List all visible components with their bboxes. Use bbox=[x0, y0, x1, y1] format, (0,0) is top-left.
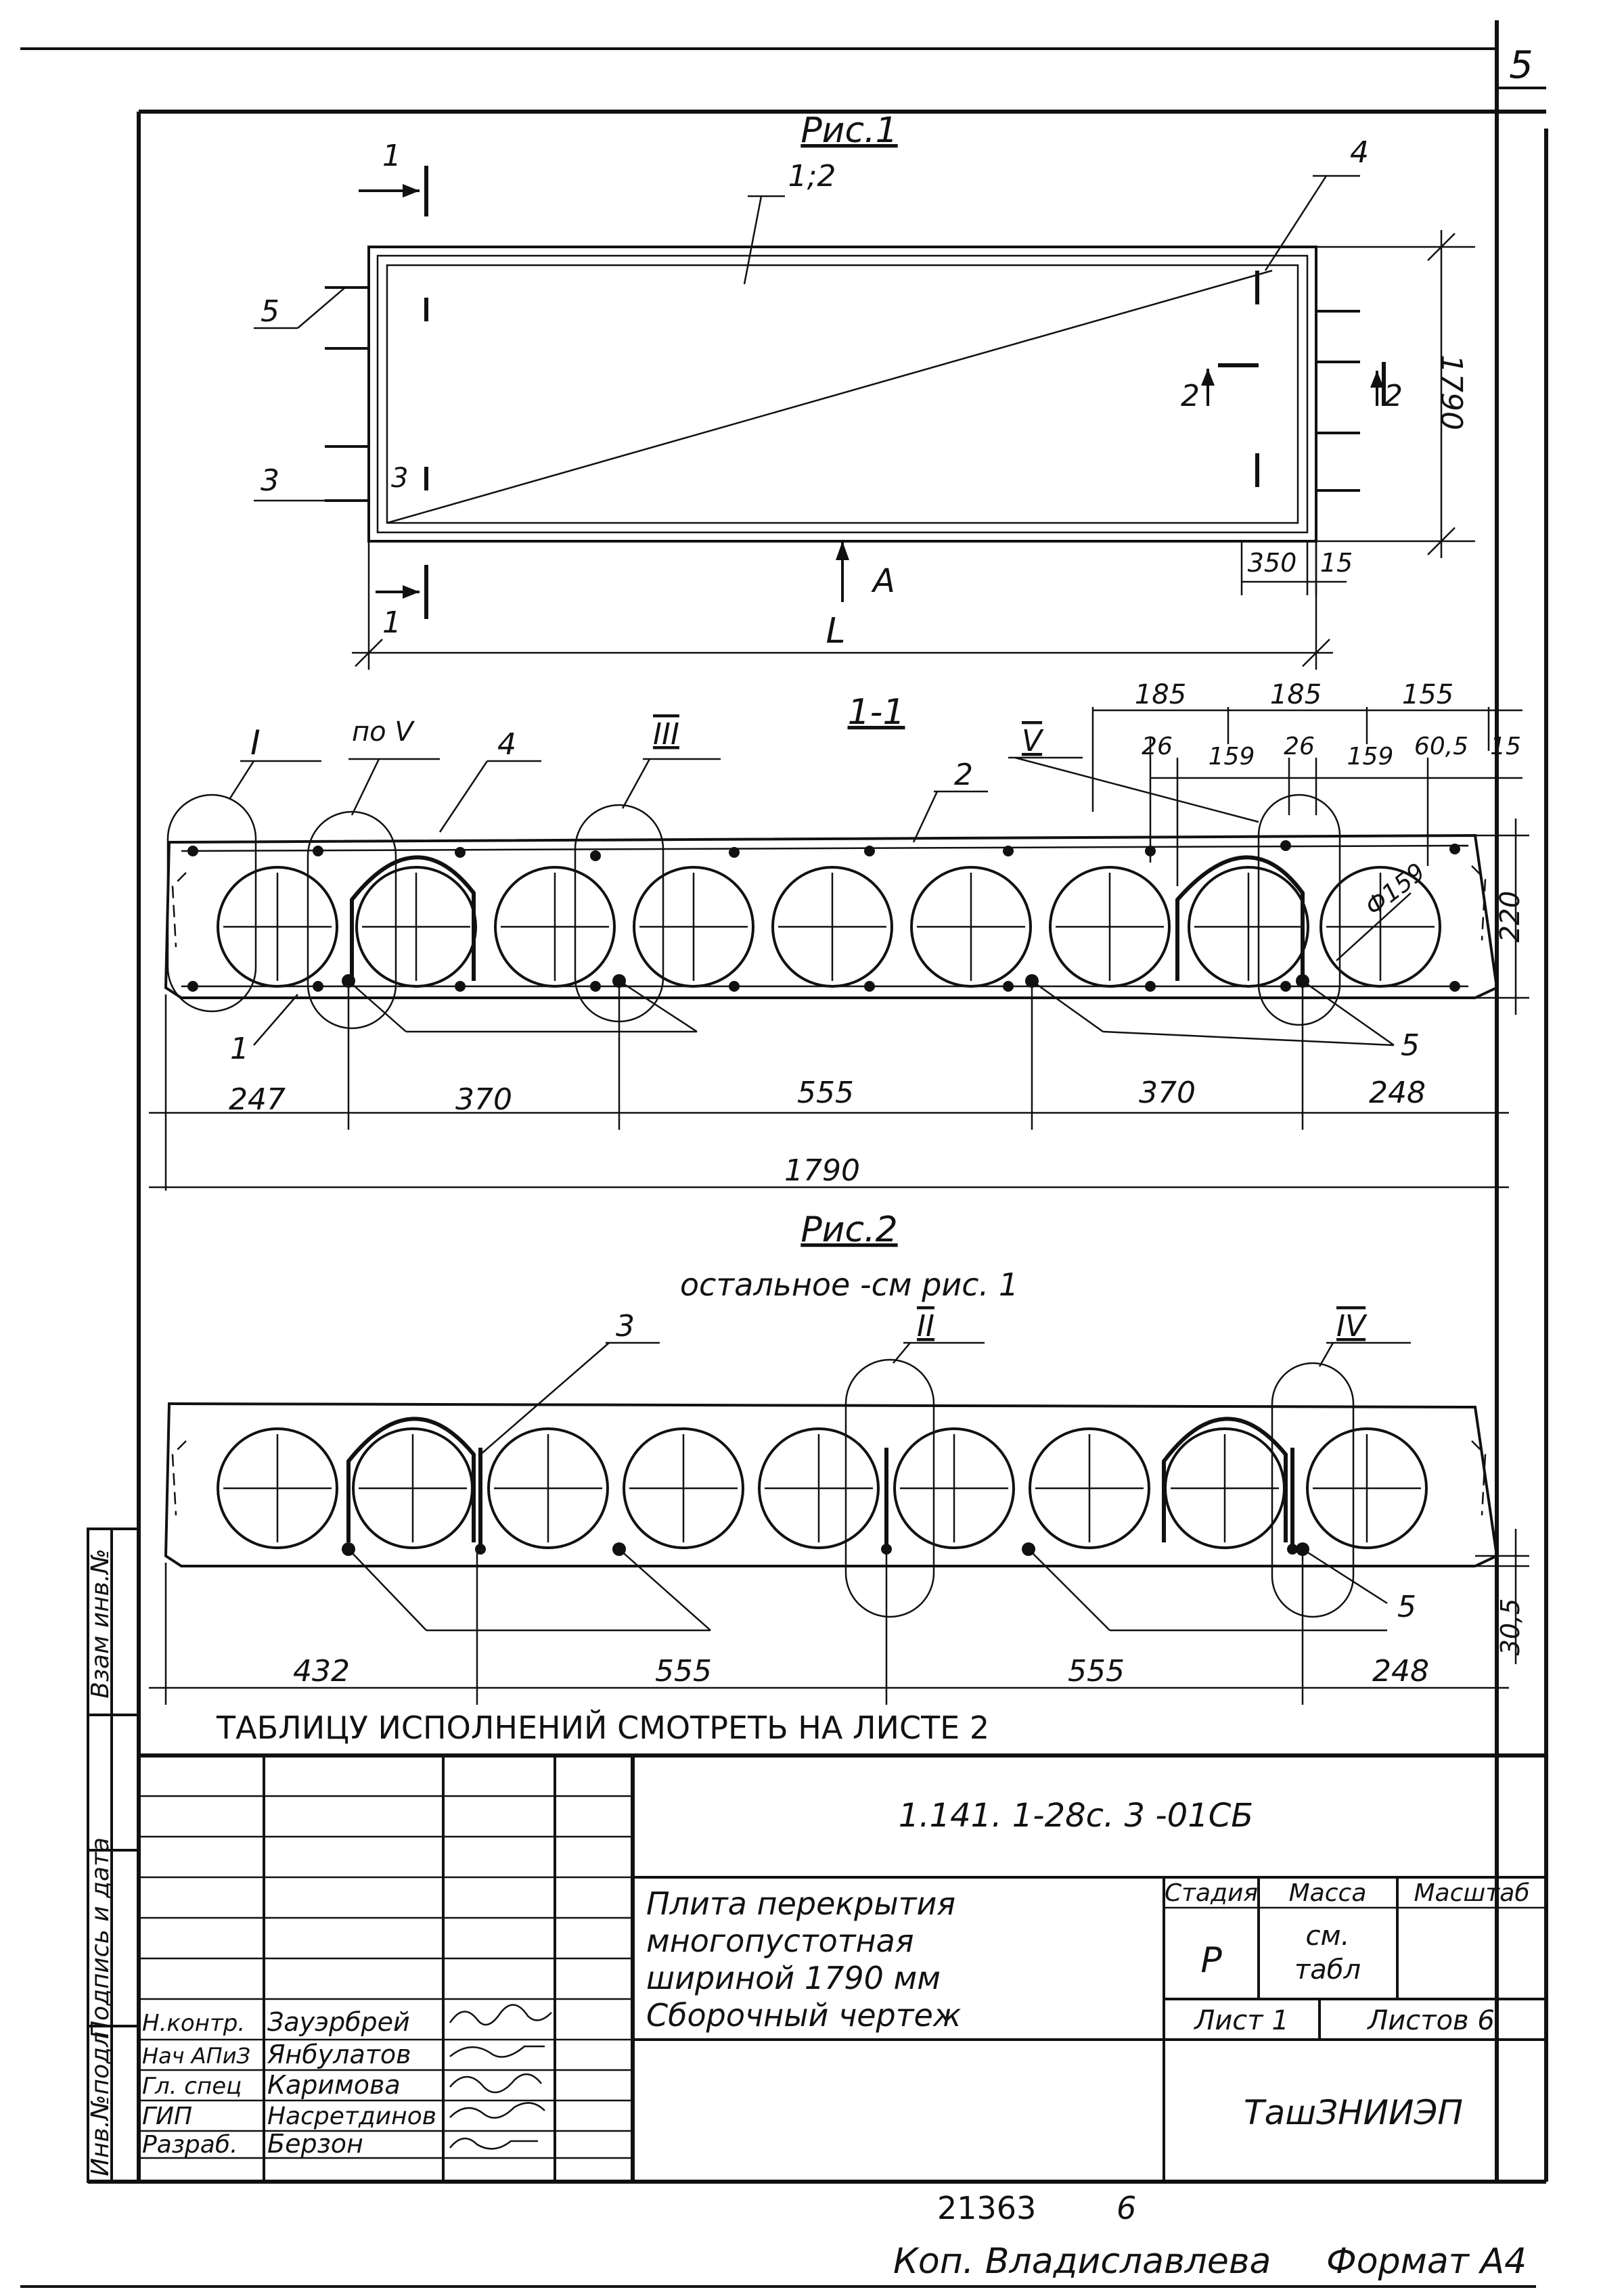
section-2-right: 2 bbox=[1384, 379, 1403, 413]
role-1: Н.контр. bbox=[142, 2010, 245, 2037]
fig2-section: Рис.2 остальное -см рис. 1 3 bbox=[149, 1210, 1529, 1746]
callout-II: II bbox=[917, 1309, 934, 1344]
s11-total-dim: 1790 bbox=[784, 1153, 860, 1188]
footer-copied-by: Коп. Владиславлева bbox=[893, 2241, 1271, 2282]
page-number: 5 bbox=[1509, 43, 1533, 87]
s11-sub-dim-5: 60,5 bbox=[1414, 733, 1468, 760]
s11-label-5: 5 bbox=[1401, 1028, 1420, 1063]
s11-bottom-dim-2: 370 bbox=[455, 1082, 512, 1117]
voids-row-1: Ф159 bbox=[217, 858, 1441, 988]
stamp-inv: Инв.№подл bbox=[87, 2031, 114, 2176]
name-4: Насретдинов bbox=[267, 2103, 436, 2130]
s11-label-2: 2 bbox=[954, 758, 973, 792]
stage-value: Р bbox=[1200, 1940, 1222, 1981]
mass-value-2: табл bbox=[1294, 1954, 1361, 1985]
sheet-frame bbox=[20, 20, 1548, 2288]
signatures bbox=[449, 2004, 552, 2150]
role-5: Разраб. bbox=[142, 2131, 238, 2159]
fig2-label-3: 3 bbox=[616, 1309, 635, 1344]
s11-sub-dim-3: 26 bbox=[1284, 733, 1315, 760]
s11-bottom-dim-3: 555 bbox=[797, 1076, 854, 1110]
fig1-title: Рис.1 bbox=[800, 110, 897, 151]
fig1-dim-15: 15 bbox=[1320, 548, 1353, 578]
callout-po-V: по V bbox=[352, 716, 415, 748]
callout-III: III bbox=[653, 717, 679, 752]
side-stamp: Взам инв.№ Подпись и дата Инв.№подл bbox=[87, 1528, 140, 2183]
s11-label-4: 4 bbox=[497, 727, 516, 762]
footer-number: 21363 bbox=[937, 2190, 1036, 2226]
sheets-total: Листов 6 bbox=[1366, 2005, 1495, 2036]
mass-header: Масса bbox=[1289, 1879, 1367, 1907]
fig1-label-3-left: 3 bbox=[261, 463, 279, 498]
organization: ТашЗНИИЭП bbox=[1244, 2093, 1463, 2132]
fig2-dim-30-5: 30,5 bbox=[1495, 1599, 1525, 1656]
section-2-left: 2 bbox=[1181, 379, 1200, 413]
title-block: 1.141. 1-28с. 3 -01СБ Плита перекрытия м… bbox=[139, 1753, 1546, 2182]
fig2-label-5: 5 bbox=[1397, 1590, 1416, 1624]
s11-sub-dim-6: 15 bbox=[1490, 733, 1521, 760]
title-line-4: Сборочный чертеж bbox=[646, 1997, 962, 2034]
name-2: Янбулатов bbox=[267, 2040, 411, 2069]
fig2-subtitle: остальное -см рис. 1 bbox=[680, 1266, 1018, 1303]
title-line-3: шириной 1790 мм bbox=[646, 1960, 941, 1996]
section-1-bottom: 1 bbox=[382, 605, 401, 640]
name-3: Каримова bbox=[267, 2070, 401, 2100]
s11-dim-height: 220 bbox=[1495, 891, 1526, 942]
s11-bottom-dim-5: 248 bbox=[1369, 1076, 1426, 1110]
s11-sub-dim-2: 159 bbox=[1209, 743, 1255, 771]
role-3: Гл. спец bbox=[142, 2073, 242, 2100]
fig1-label-1-2: 1;2 bbox=[788, 159, 836, 193]
fig1-dim-350: 350 bbox=[1248, 548, 1297, 578]
title-line-2: многопустотная bbox=[646, 1923, 914, 1959]
footer-format: Формат А4 bbox=[1326, 2241, 1527, 2282]
doc-code: 1.141. 1-28с. 3 -01СБ bbox=[899, 1797, 1253, 1835]
s11-top-dim-3: 155 bbox=[1402, 679, 1453, 710]
callout-IV: IV bbox=[1336, 1309, 1368, 1344]
voids-row-2 bbox=[217, 1427, 1428, 1549]
stage-header: Стадия bbox=[1165, 1879, 1258, 1907]
role-2: Нач АПиЗ bbox=[142, 2043, 250, 2069]
fig1-dim-length: L bbox=[826, 611, 846, 651]
title-line-1: Плита перекрытия bbox=[646, 1885, 955, 1922]
fig2-bottom-dim-4: 248 bbox=[1372, 1654, 1429, 1689]
section-1-1: 1-1 Ф159 bbox=[149, 679, 1529, 1191]
section-1-top: 1 bbox=[382, 139, 401, 173]
view-a-label: А bbox=[871, 562, 895, 600]
footer-copies: 6 bbox=[1116, 2190, 1136, 2226]
fig1-label-3-inner: 3 bbox=[391, 463, 408, 494]
mass-value-1: см. bbox=[1306, 1921, 1350, 1952]
fig2-note: ТАБЛИЦУ ИСПОЛНЕНИЙ СМОТРЕТЬ НА ЛИСТЕ 2 bbox=[216, 1709, 989, 1746]
role-4: ГИП bbox=[142, 2103, 192, 2130]
fig1-plan: Рис.1 1;2 4 5 3 3 1 bbox=[254, 110, 1475, 670]
name-5: Берзон bbox=[267, 2129, 363, 2159]
name-1: Зауэрбрей bbox=[267, 2007, 410, 2037]
section11-title: 1-1 bbox=[848, 692, 905, 733]
scale-header: Масштаб bbox=[1414, 1879, 1529, 1907]
callout-V: V bbox=[1022, 724, 1044, 758]
s11-top-dim-1: 185 bbox=[1135, 679, 1186, 710]
fig2-bottom-dim-3: 555 bbox=[1068, 1654, 1125, 1689]
fig2-bottom-dim-2: 555 bbox=[655, 1654, 712, 1689]
fig2-title: Рис.2 bbox=[800, 1210, 897, 1250]
s11-label-1: 1 bbox=[230, 1032, 249, 1066]
stamp-signature: Подпись и дата bbox=[87, 1837, 114, 2039]
fig1-dim-width: 1790 bbox=[1434, 354, 1468, 430]
stamp-vzam: Взам инв.№ bbox=[87, 1548, 114, 1699]
s11-top-dim-2: 185 bbox=[1270, 679, 1322, 710]
fig2-bottom-dim-1: 432 bbox=[293, 1654, 350, 1689]
fig2-rebar-dots bbox=[342, 1542, 1309, 1556]
fig1-label-4: 4 bbox=[1350, 135, 1369, 170]
sheet-number: Лист 1 bbox=[1193, 2005, 1289, 2036]
s11-bottom-dim-1: 247 bbox=[229, 1082, 286, 1117]
s11-sub-dim-4: 159 bbox=[1347, 743, 1394, 771]
s11-sub-dim-1: 26 bbox=[1142, 733, 1173, 760]
callout-I: I bbox=[250, 723, 261, 762]
fig1-label-5: 5 bbox=[261, 294, 279, 329]
s11-bottom-dim-4: 370 bbox=[1139, 1076, 1196, 1110]
